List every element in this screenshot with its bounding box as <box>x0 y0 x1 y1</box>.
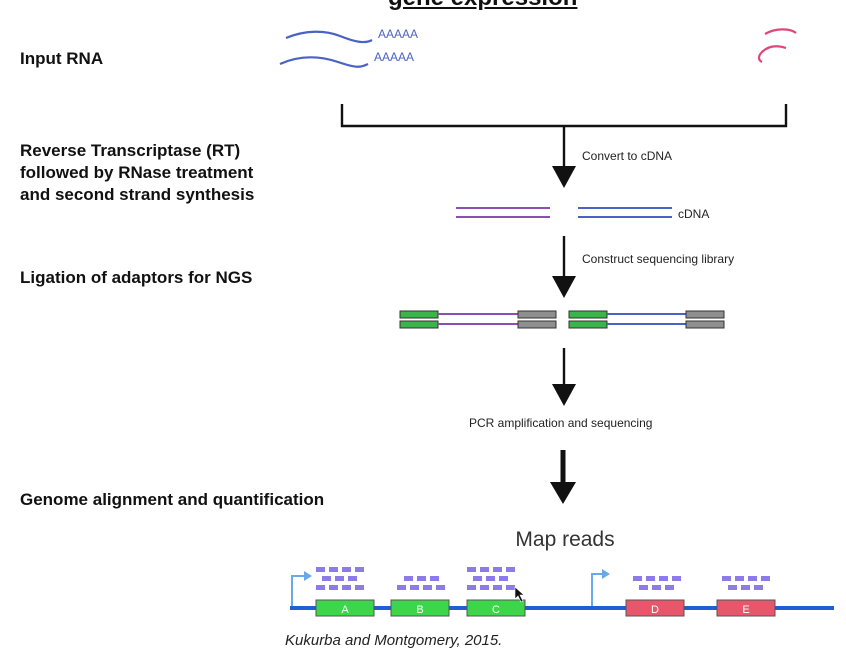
exon-label: C <box>492 604 500 616</box>
cdna-label: cDNA <box>678 207 709 221</box>
sequencing-read <box>486 576 495 581</box>
sequencing-read <box>423 585 432 590</box>
sequencing-read <box>436 585 445 590</box>
sequencing-read <box>355 585 364 590</box>
sequencing-read <box>355 567 364 572</box>
sequencing-read <box>639 585 648 590</box>
sequencing-read <box>417 576 426 581</box>
step-label-line: and second strand synthesis <box>20 185 255 204</box>
sequencing-read <box>480 585 489 590</box>
sequencing-read <box>652 585 661 590</box>
sequencing-read <box>480 567 489 572</box>
cdna-molecule-purple <box>456 207 550 218</box>
sequencing-read <box>761 576 770 581</box>
sequencing-read <box>404 576 413 581</box>
input-bracket <box>340 104 788 128</box>
sequencing-read <box>493 567 502 572</box>
mrna-strand-1 <box>285 30 373 44</box>
step-label-ligation: Ligation of adaptors for NGS <box>20 268 253 287</box>
sequencing-read <box>329 567 338 572</box>
tss-arrowhead <box>602 569 610 579</box>
pcr-label: PCR amplification and sequencing <box>469 416 652 430</box>
sequencing-read <box>410 585 419 590</box>
sequencing-read <box>728 585 737 590</box>
sequencing-read <box>329 585 338 590</box>
sequencing-read <box>754 585 763 590</box>
mrna-strand-2 <box>279 56 369 68</box>
sequencing-read <box>506 567 515 572</box>
sequencing-read <box>748 576 757 581</box>
sequencing-read <box>316 567 325 572</box>
sequencing-read <box>741 585 750 590</box>
sequencing-read <box>467 585 476 590</box>
mouse-cursor-icon <box>514 586 525 603</box>
exon-box <box>716 599 776 617</box>
sequencing-read <box>735 576 744 581</box>
sequencing-read <box>722 576 731 581</box>
exon-box <box>390 599 450 617</box>
exon-box <box>625 599 685 617</box>
sequencing-read <box>493 585 502 590</box>
step-label-reverse-transcription: Reverse Transcriptase (RT) followed by R… <box>20 140 254 206</box>
sequencing-read <box>506 585 515 590</box>
sequencing-read <box>322 576 331 581</box>
down-arrow-icon <box>552 166 576 188</box>
sequencing-read <box>430 576 439 581</box>
sequencing-read <box>316 585 325 590</box>
sequencing-read <box>467 567 476 572</box>
citation: Kukurba and Montgomery, 2015. <box>285 632 502 649</box>
map-reads-heading: Map reads <box>515 528 614 551</box>
exon-a: A <box>315 599 375 617</box>
rna-fragment-pink <box>757 28 797 63</box>
exon-layer: A B C D E <box>315 599 776 617</box>
sequencing-read <box>499 576 508 581</box>
step-label-alignment: Genome alignment and quantification <box>20 490 325 509</box>
tss-arrow-icon <box>291 575 306 606</box>
convert-label: Convert to cDNA <box>582 149 672 163</box>
sequencing-read <box>665 585 674 590</box>
exon-box <box>315 599 375 617</box>
sequencing-read <box>342 585 351 590</box>
cdna-molecule-blue <box>578 207 672 218</box>
sequencing-read <box>348 576 357 581</box>
polya-tail-label: AAAAA <box>378 27 418 41</box>
down-arrow-icon <box>552 384 576 406</box>
tss-arrowhead <box>304 571 312 581</box>
step-label-line: followed by RNase treatment <box>20 163 254 182</box>
read-layer <box>316 567 770 590</box>
sequencing-read <box>342 567 351 572</box>
down-arrow-icon <box>552 276 576 298</box>
slide-title: gene expression <box>388 0 628 12</box>
exon-c: C <box>466 599 526 617</box>
polya-tail-label: AAAAA <box>374 50 414 64</box>
sequencing-read <box>633 576 642 581</box>
step-label-input-rna: Input RNA <box>20 49 104 68</box>
sequencing-read <box>397 585 406 590</box>
sequencing-read <box>672 576 681 581</box>
exon-label: D <box>651 604 659 616</box>
exon-b: B <box>390 599 450 617</box>
exon-label: E <box>742 604 749 616</box>
construct-label: Construct sequencing library <box>582 252 734 266</box>
down-arrow-icon <box>550 482 576 504</box>
exon-e: E <box>716 599 776 617</box>
sequencing-read <box>335 576 344 581</box>
library-fragment-blue <box>568 310 725 329</box>
sequencing-read <box>659 576 668 581</box>
exon-label: B <box>416 604 423 616</box>
sequencing-read <box>646 576 655 581</box>
tss-arrow-icon <box>591 573 604 606</box>
library-fragment-purple <box>399 310 557 329</box>
exon-d: D <box>625 599 685 617</box>
step-label-line: Reverse Transcriptase (RT) <box>20 141 241 160</box>
exon-label: A <box>341 604 349 616</box>
sequencing-read <box>473 576 482 581</box>
exon-box <box>466 599 526 617</box>
